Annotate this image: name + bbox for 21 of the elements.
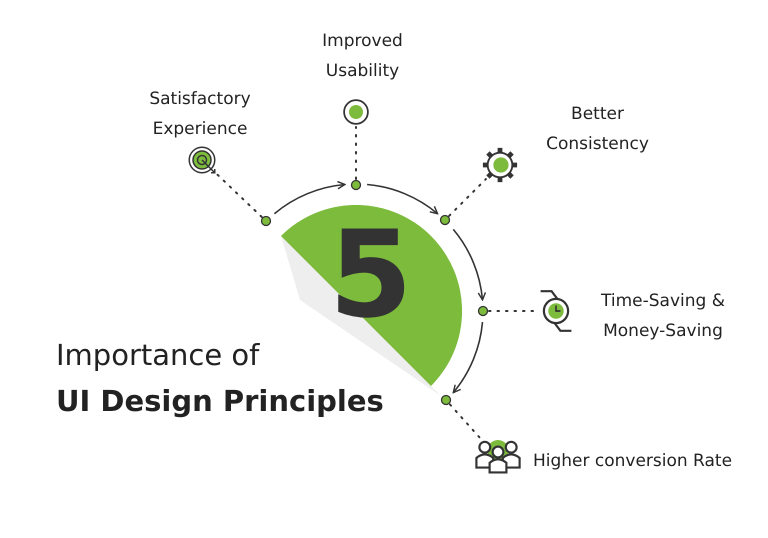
leader-line	[449, 404, 482, 440]
item-caption: Higher conversion Rate	[532, 450, 734, 473]
arrow	[366, 184, 438, 214]
arrow	[274, 181, 346, 214]
leader-line	[488, 310, 534, 312]
item-caption: Improved Usability	[321, 30, 404, 83]
item-caption: Better Consistency	[545, 103, 650, 156]
gear-icon	[481, 146, 519, 184]
target-icon	[187, 145, 217, 175]
leader-line	[355, 126, 357, 180]
arrow	[452, 322, 484, 394]
arrow	[452, 228, 486, 301]
dot-marker	[350, 179, 362, 191]
dot-marker	[260, 215, 272, 227]
item-caption: Satisfactory Experience	[148, 88, 252, 141]
leader-line	[448, 178, 487, 217]
dot-marker	[440, 394, 452, 406]
dot-marker	[439, 214, 451, 226]
dot-marker	[477, 305, 489, 317]
item-caption: Time-Saving & Money-Saving	[600, 290, 726, 343]
stopwatch-icon	[342, 98, 370, 126]
